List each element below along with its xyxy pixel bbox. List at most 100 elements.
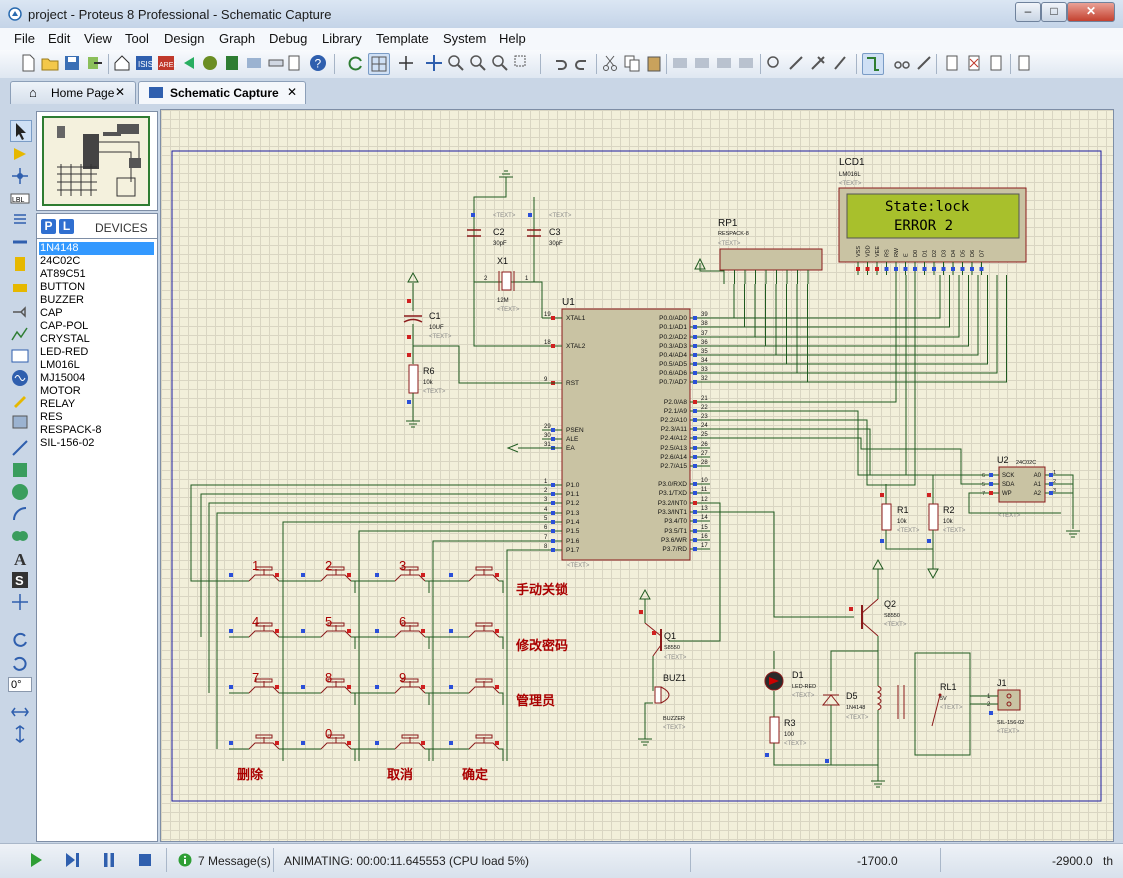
tab-close-icon[interactable]: ✕ bbox=[287, 85, 298, 99]
terminals-icon[interactable] bbox=[10, 278, 30, 298]
menu-edit[interactable]: Edit bbox=[48, 31, 71, 46]
device-list-item[interactable]: RESPACK-8 bbox=[40, 424, 102, 436]
design-notes-icon[interactable] bbox=[1014, 53, 1034, 73]
voltage-probe-icon[interactable] bbox=[10, 390, 30, 410]
mirror-horizontal-icon[interactable] bbox=[10, 702, 30, 722]
maximize-button[interactable]: □ bbox=[1041, 2, 1067, 22]
device-list-item[interactable]: RELAY bbox=[40, 398, 76, 410]
text-tool-icon[interactable]: A bbox=[10, 548, 30, 569]
block-rotate-icon[interactable] bbox=[714, 53, 734, 73]
rotate-clockwise-icon[interactable] bbox=[10, 630, 30, 650]
tab-close-icon[interactable]: ✕ bbox=[115, 85, 126, 99]
menu-debug[interactable]: Debug bbox=[269, 31, 308, 46]
block-delete-icon[interactable] bbox=[736, 53, 756, 73]
new-sheet-icon[interactable] bbox=[942, 53, 962, 73]
box-tool-icon[interactable] bbox=[10, 460, 30, 480]
pick-device-icon[interactable] bbox=[764, 53, 784, 73]
menu-tool[interactable]: Tool bbox=[125, 31, 149, 46]
refresh-icon[interactable] bbox=[346, 53, 366, 73]
stop-button[interactable] bbox=[137, 852, 153, 868]
step-button[interactable] bbox=[64, 852, 80, 868]
device-list-item[interactable]: MOTOR bbox=[40, 385, 81, 397]
circle-tool-icon[interactable] bbox=[10, 482, 30, 502]
tab-home-page[interactable]: ⌂ Home Page ✕ bbox=[10, 81, 136, 104]
pcb-layout-icon[interactable]: ARES bbox=[156, 53, 178, 73]
device-list-item[interactable]: 1N4148 bbox=[39, 242, 154, 255]
device-list-item[interactable]: CAP-POL bbox=[40, 320, 89, 332]
back-icon[interactable] bbox=[178, 53, 198, 73]
line-tool-icon[interactable] bbox=[10, 438, 30, 458]
generator-icon[interactable] bbox=[10, 368, 30, 388]
marker-tool-icon[interactable] bbox=[10, 592, 30, 612]
block-copy-icon[interactable] bbox=[670, 53, 690, 73]
help-icon[interactable]: ? bbox=[308, 53, 328, 73]
undo-icon[interactable] bbox=[550, 53, 570, 73]
cut-icon[interactable] bbox=[600, 53, 620, 73]
copy-icon[interactable] bbox=[622, 53, 642, 73]
device-list-item[interactable]: 24C02C bbox=[40, 255, 81, 267]
device-list-item[interactable]: LED-RED bbox=[40, 346, 89, 358]
decompose-icon[interactable] bbox=[830, 53, 850, 73]
package-tool-icon[interactable] bbox=[808, 53, 828, 73]
device-list-item[interactable]: CRYSTAL bbox=[40, 333, 90, 345]
messages-count[interactable]: 7 Message(s) bbox=[198, 854, 271, 868]
menu-graph[interactable]: Graph bbox=[219, 31, 256, 46]
tape-recorder-icon[interactable] bbox=[10, 346, 30, 366]
pan-icon[interactable] bbox=[424, 53, 444, 73]
subcircuit-icon[interactable] bbox=[10, 254, 30, 274]
make-device-icon[interactable] bbox=[786, 53, 806, 73]
home-icon[interactable] bbox=[112, 53, 132, 73]
device-list-item[interactable]: AT89C51 bbox=[40, 268, 86, 280]
menu-library[interactable]: Library bbox=[322, 31, 362, 46]
virtual-instruments-icon[interactable] bbox=[10, 412, 30, 432]
save-icon[interactable] bbox=[62, 53, 82, 73]
close-button[interactable]: ✕ bbox=[1067, 2, 1115, 22]
remove-sheet-icon[interactable] bbox=[964, 53, 984, 73]
arc-tool-icon[interactable] bbox=[10, 504, 30, 524]
menu-view[interactable]: View bbox=[84, 31, 112, 46]
redo-icon[interactable] bbox=[572, 53, 592, 73]
text-script-icon[interactable] bbox=[10, 210, 30, 230]
zoom-area-icon[interactable] bbox=[512, 53, 532, 73]
tab-schematic-capture[interactable]: Schematic Capture ✕ bbox=[138, 81, 306, 104]
bom-icon[interactable] bbox=[222, 53, 242, 73]
mirror-vertical-icon[interactable] bbox=[10, 724, 30, 744]
goto-sheet-icon[interactable] bbox=[986, 53, 1006, 73]
bus-icon[interactable] bbox=[10, 232, 30, 252]
schematic-icon[interactable]: ISIS bbox=[134, 53, 154, 73]
device-list-item[interactable]: BUTTON bbox=[40, 281, 86, 293]
menu-template[interactable]: Template bbox=[376, 31, 429, 46]
symbol-tool-icon[interactable]: S bbox=[10, 570, 30, 590]
menu-design[interactable]: Design bbox=[164, 31, 205, 46]
wire-label-icon[interactable]: LBL bbox=[10, 188, 30, 208]
device-list-item[interactable]: RES bbox=[40, 411, 63, 423]
menu-system[interactable]: System bbox=[443, 31, 487, 46]
menu-help[interactable]: Help bbox=[499, 31, 526, 46]
overview-window[interactable] bbox=[36, 111, 158, 211]
play-button[interactable] bbox=[28, 852, 44, 868]
rotate-anticlockwise-icon[interactable] bbox=[10, 654, 30, 674]
path-tool-icon[interactable] bbox=[10, 526, 30, 546]
graph-mode-icon[interactable] bbox=[10, 324, 30, 344]
device-list-item[interactable]: CAP bbox=[40, 307, 63, 319]
minimize-button[interactable]: – bbox=[1015, 2, 1041, 22]
design-explorer-icon[interactable] bbox=[244, 53, 264, 73]
device-list-item[interactable]: BUZZER bbox=[40, 294, 84, 306]
device-list-item[interactable]: MJ15004 bbox=[40, 372, 86, 384]
device-list-item[interactable]: LM016L bbox=[40, 359, 80, 371]
device-list-item[interactable]: SIL-156-02 bbox=[40, 437, 95, 449]
pick-device-button[interactable]: P bbox=[41, 219, 56, 234]
property-tool-icon[interactable] bbox=[914, 53, 934, 73]
menu-file[interactable]: File bbox=[14, 31, 35, 46]
open-folder-icon[interactable] bbox=[40, 53, 60, 73]
notes-icon[interactable] bbox=[284, 53, 304, 73]
component-mode-icon[interactable] bbox=[10, 144, 30, 164]
library-manager-button[interactable]: L bbox=[59, 219, 74, 234]
paste-icon[interactable] bbox=[644, 53, 664, 73]
search-tag-icon[interactable] bbox=[892, 53, 912, 73]
wire-autorouter-icon[interactable] bbox=[862, 53, 884, 75]
pause-button[interactable] bbox=[101, 852, 117, 868]
selection-mode-icon[interactable] bbox=[10, 120, 32, 142]
zoom-all-icon[interactable] bbox=[490, 53, 510, 73]
